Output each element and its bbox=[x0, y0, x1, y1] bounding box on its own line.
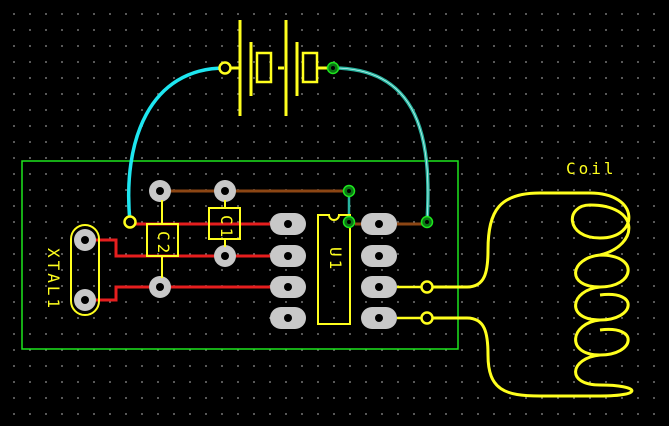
board-outline bbox=[21, 160, 459, 350]
coil-label: Coil bbox=[566, 159, 617, 178]
ic-pads-left bbox=[270, 213, 306, 329]
battery-icon[interactable] bbox=[225, 20, 333, 116]
capacitor-icon[interactable] bbox=[146, 200, 179, 278]
pin bbox=[123, 215, 137, 229]
ic-pads-right bbox=[361, 213, 397, 329]
cap2-label: C2 bbox=[154, 231, 173, 256]
battery-wire-left bbox=[126, 66, 226, 223]
capacitor-icon[interactable] bbox=[208, 200, 241, 247]
crystal-icon[interactable] bbox=[70, 224, 100, 316]
battery-wire-right bbox=[332, 66, 430, 223]
cap1-label: C1 bbox=[217, 215, 236, 240]
cap-pads bbox=[149, 180, 236, 298]
ic-icon[interactable] bbox=[317, 214, 351, 325]
pin bbox=[420, 311, 434, 325]
crystal-label: XTAL1 bbox=[44, 248, 63, 311]
ic-label: U1 bbox=[326, 247, 345, 272]
pin bbox=[420, 280, 434, 294]
top-traces bbox=[85, 222, 290, 302]
coil-icon[interactable] bbox=[432, 191, 634, 398]
